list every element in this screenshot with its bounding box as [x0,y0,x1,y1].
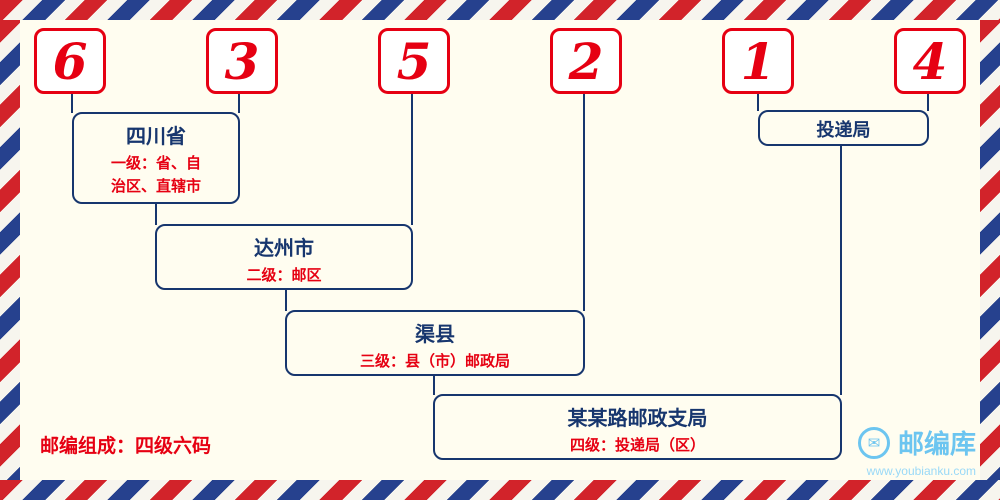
composition-note: 邮编组成：四级六码 [40,436,212,457]
connector-line [238,94,240,113]
digit-box-6: 4 [894,28,966,94]
airmail-border-right [980,20,1000,480]
airmail-border-top [0,0,1000,20]
postal-zone-level-desc: 二级：邮区 [246,267,322,284]
connector-line [927,94,929,111]
connector-line [411,94,413,225]
delivery-office-name: 投递局 [816,120,871,140]
site-logo-row: ✉ 邮编库 [806,424,976,461]
digit-box-5: 1 [722,28,794,94]
site-url: www.youbianku.com [866,464,976,478]
level-box-province: 四川省 一级：省、自 治区、直辖市 [72,112,240,204]
delivery-branch-level-desc: 四级：投递局（区） [569,437,705,454]
connector-line [285,289,287,311]
level-box-delivery-branch: 某某路邮政支局 四级：投递局（区） [433,394,842,460]
digit-box-3: 5 [378,28,450,94]
airmail-border-left [0,20,20,480]
county-name: 渠县 [415,324,455,346]
level-box-county: 渠县 三级：县（市）邮政局 [285,310,585,376]
site-name: 邮编库 [897,429,976,459]
connector-line [155,203,157,225]
connector-line [433,375,435,395]
digit-box-4: 2 [550,28,622,94]
digit-box-2: 3 [206,28,278,94]
level-box-postal-zone: 达州市 二级：邮区 [155,224,413,290]
postal-zone-name: 达州市 [254,238,314,260]
connector-line [840,145,842,395]
province-level-desc: 一级：省、自 治区、直辖市 [110,155,201,195]
level-box-delivery-office: 投递局 [758,110,929,146]
connector-line [757,94,759,111]
delivery-branch-name: 某某路邮政支局 [567,408,708,430]
envelope-icon: ✉ [857,426,890,459]
airmail-border-bottom [0,480,1000,500]
digit-box-1: 6 [34,28,106,94]
connector-line [583,94,585,311]
county-level-desc: 三级：县（市）邮政局 [359,353,510,370]
connector-line [71,94,73,113]
province-name: 四川省 [126,126,186,148]
site-logo: ✉ 邮编库 www.youbianku.com [806,424,976,478]
